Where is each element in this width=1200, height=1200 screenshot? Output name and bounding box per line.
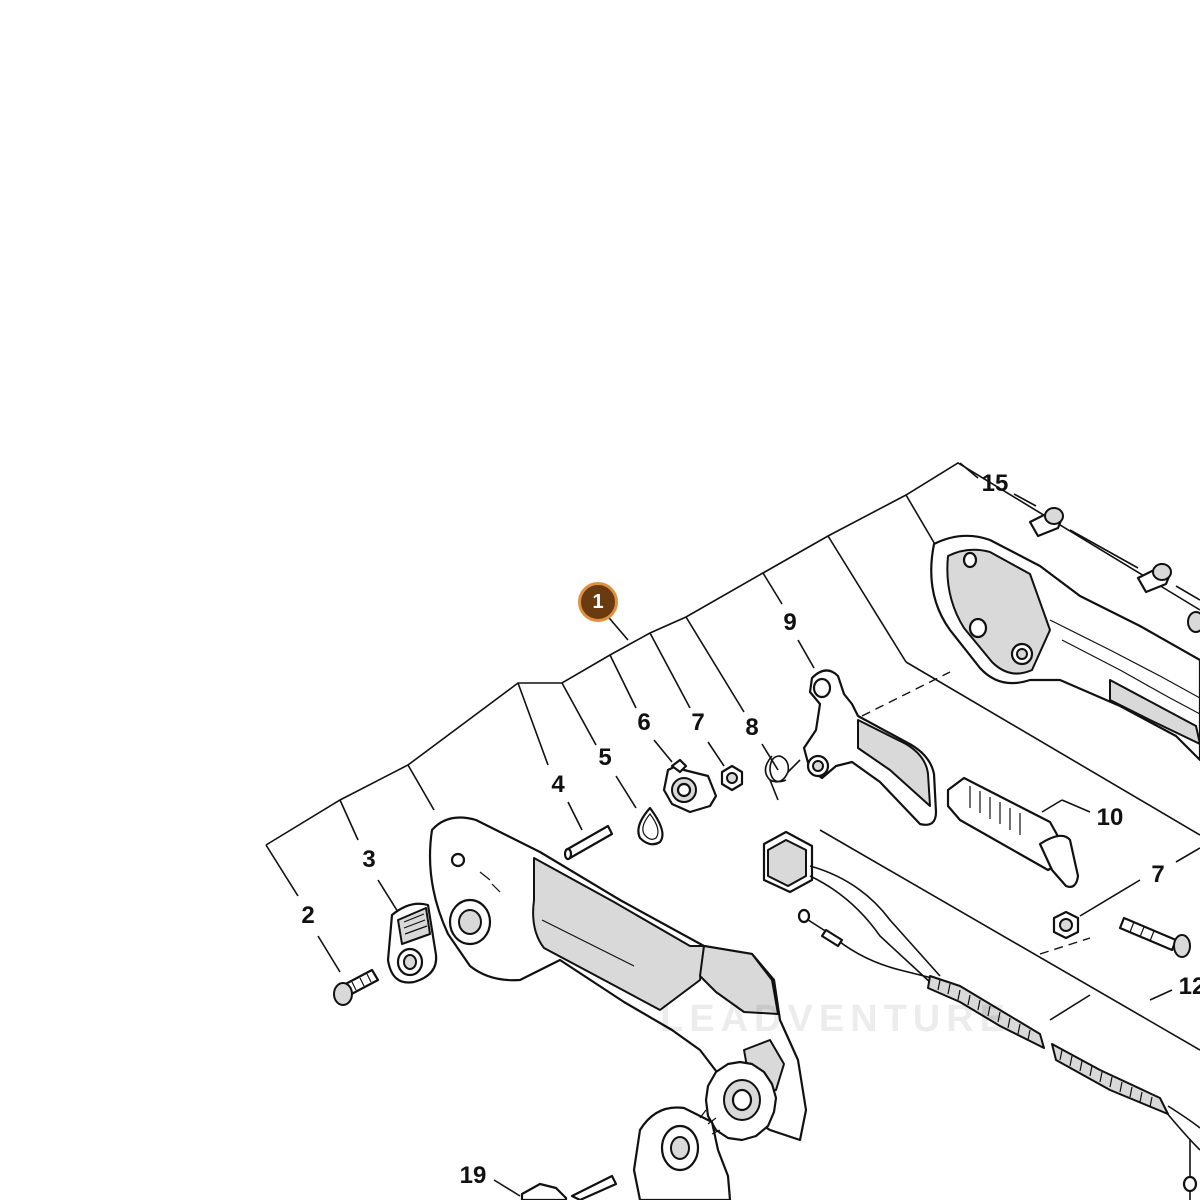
part-screw-right[interactable]	[1118, 916, 1191, 958]
leader-7-right	[1079, 879, 1141, 917]
label-part-15: 15	[981, 470, 1009, 497]
leader-10b	[905, 661, 1200, 836]
leader-3	[339, 799, 359, 841]
part-15-screw-a[interactable]	[1028, 507, 1064, 538]
label-part-2: 2	[301, 902, 315, 929]
part-7-nut[interactable]	[720, 764, 744, 792]
leader-7b	[707, 741, 725, 767]
leader-8	[685, 616, 745, 713]
leader-4b	[567, 801, 583, 831]
label-part-10: 10	[1096, 804, 1124, 831]
part-6-lock[interactable]	[662, 758, 718, 814]
handle-housing-right-half[interactable]	[930, 534, 1200, 762]
part-10-switch[interactable]	[946, 776, 1080, 888]
leader-8b	[761, 743, 779, 771]
leader-10	[827, 535, 907, 663]
part-7b-nut[interactable]	[1052, 910, 1080, 940]
leader-5	[561, 682, 597, 746]
label-part-8: 8	[745, 714, 759, 741]
leader-6b	[653, 739, 673, 763]
leader-7-right-b	[1175, 847, 1200, 863]
part-9-trigger[interactable]	[802, 669, 938, 826]
callout-badge-label: 1	[592, 590, 604, 613]
label-part-7: 7	[691, 709, 705, 736]
part-19-assembly[interactable]	[520, 1174, 618, 1200]
leader-15e	[1175, 585, 1200, 601]
label-part-3: 3	[362, 846, 376, 873]
leader-12	[1049, 994, 1091, 1021]
label-part-6: 6	[637, 709, 651, 736]
watermark-text: LEADVENTURE	[660, 998, 1012, 1040]
label-part-9: 9	[783, 609, 797, 636]
bevel-gear[interactable]	[704, 1060, 778, 1142]
leader-9b	[797, 639, 815, 669]
leader-2	[265, 844, 299, 897]
center-line-trigger	[861, 671, 951, 717]
leader-4	[517, 682, 549, 766]
leader-9	[762, 572, 783, 605]
harness-connector[interactable]	[762, 830, 814, 894]
wiring-harness[interactable]	[797, 865, 1200, 1200]
part-8-spring[interactable]	[764, 755, 801, 801]
leader-hsg	[407, 764, 435, 811]
leader-harness	[819, 829, 1200, 1051]
leader-15d	[1069, 529, 1139, 569]
leader-10d	[1041, 799, 1063, 813]
part-3-cover[interactable]	[386, 902, 438, 984]
part-2-screw[interactable]	[333, 968, 380, 1006]
leader-19	[493, 1179, 521, 1197]
leader-6	[609, 654, 637, 709]
leader-5b	[615, 775, 637, 809]
leader-15	[905, 494, 937, 547]
part-5-loop[interactable]	[637, 806, 664, 846]
leader-10c	[1061, 799, 1091, 813]
label-part-5: 5	[598, 744, 612, 771]
label-part-7-right: 7	[1151, 861, 1165, 888]
part-15-screw-c[interactable]	[1187, 611, 1200, 633]
center-line-screw	[1039, 937, 1091, 955]
label-part-4: 4	[551, 771, 565, 798]
leader-7	[649, 632, 691, 709]
leader-15c	[1013, 493, 1037, 507]
leader-15b	[959, 462, 979, 479]
leader-3b	[377, 879, 399, 913]
label-part-12: 12	[1178, 973, 1200, 1000]
label-part-19: 19	[459, 1162, 487, 1189]
callout-badge-1[interactable]: 1	[578, 582, 618, 622]
part-15-screw-b[interactable]	[1136, 563, 1172, 594]
part-4-pin[interactable]	[563, 824, 614, 861]
gear-bracket-bottom[interactable]	[632, 1106, 732, 1200]
leader-12b	[1149, 989, 1173, 1001]
leader-2b	[317, 935, 341, 973]
